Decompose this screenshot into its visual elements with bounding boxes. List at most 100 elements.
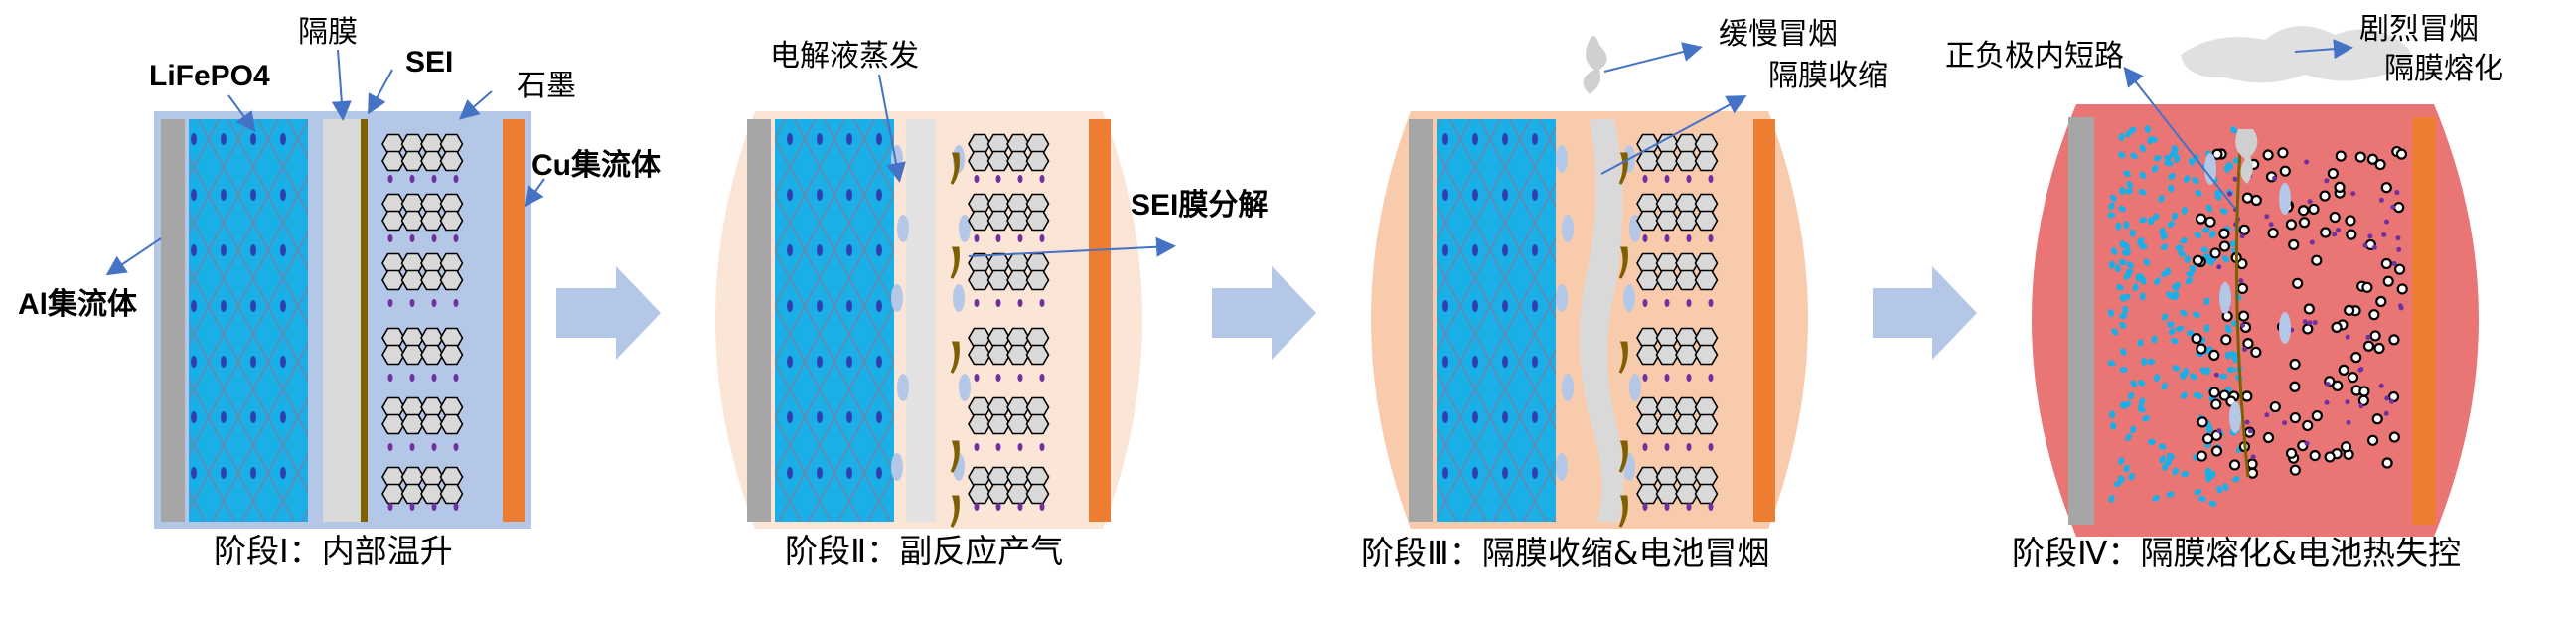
lithium-ion-dot xyxy=(1708,443,1714,451)
gas-bubble xyxy=(1629,374,1641,401)
cathode-particle xyxy=(2154,277,2161,286)
cathode-particle xyxy=(2205,204,2213,213)
decomposed-sei-fragments xyxy=(950,152,960,528)
graphite-hex xyxy=(968,413,991,435)
cathode-particle xyxy=(2172,467,2180,476)
graphite-hex xyxy=(1694,133,1719,155)
lithium-ion-dot xyxy=(431,299,437,307)
graphite-hex xyxy=(1694,252,1719,274)
graphite-hex xyxy=(420,344,444,366)
lithium-ion-dot xyxy=(1642,443,1648,451)
gas-bubble xyxy=(2279,312,2291,344)
cathode-particle xyxy=(2167,221,2176,228)
graphite-hex xyxy=(439,327,464,349)
gas-bubble xyxy=(2279,183,2291,215)
gas-void xyxy=(2303,303,2315,315)
gas-void xyxy=(2298,217,2311,229)
gas-void xyxy=(2237,310,2250,322)
lithium-ion-dot xyxy=(2391,260,2397,266)
graphite-anode xyxy=(381,133,464,511)
cathode-particle xyxy=(2109,410,2116,419)
lithium-ion-dot xyxy=(1708,503,1714,511)
sei-fragment xyxy=(950,495,960,528)
cathode-particle xyxy=(2170,337,2179,345)
lithium-ion-dot xyxy=(387,299,393,307)
sei-fragment xyxy=(950,246,960,279)
cathode-particle xyxy=(2222,483,2229,492)
label-separator: 隔膜 xyxy=(298,15,358,50)
cathode-particle xyxy=(2147,358,2156,365)
gas-void xyxy=(2262,149,2274,161)
graphite-hex xyxy=(1655,344,1680,366)
lithium-ion-dot xyxy=(2378,197,2384,203)
lithium-ion-dot xyxy=(1017,374,1023,382)
graphite-hex xyxy=(1694,466,1719,488)
lithium-ion-dot xyxy=(2358,403,2364,409)
leader-slow-smoke xyxy=(1603,42,1703,73)
label-slow-smoke: 缓慢冒烟 xyxy=(1719,17,1838,52)
cathode-particle xyxy=(2161,313,2169,321)
lithium-ion-dot xyxy=(2367,233,2373,239)
cathode-particle xyxy=(2181,206,2189,215)
cathode-particle xyxy=(2126,261,2134,269)
label-graphite: 石墨 xyxy=(517,69,576,103)
gas-bubble xyxy=(891,284,903,312)
lithium-ion-dot xyxy=(1708,234,1714,242)
gas-void xyxy=(2277,147,2289,159)
lithium-ion-dot xyxy=(2307,199,2313,205)
gas-void xyxy=(2298,205,2310,217)
graphite-hex xyxy=(1025,483,1050,505)
lithium-ion-dot xyxy=(2242,346,2248,352)
gas-void xyxy=(2324,451,2336,463)
cathode-particle xyxy=(2192,177,2199,185)
lithium-ion-dot xyxy=(1017,443,1023,451)
cathode-particle xyxy=(2173,281,2182,289)
graphite-hex xyxy=(400,150,425,172)
lithium-ion-dot xyxy=(387,234,393,242)
lithium-ion-dot xyxy=(387,443,393,451)
cathode-particle xyxy=(2108,494,2115,503)
gas-void xyxy=(2238,224,2250,235)
gas-bubble xyxy=(1623,284,1635,312)
sei-fragment xyxy=(1618,495,1628,528)
lithium-ion-dot xyxy=(2381,232,2387,237)
graphite-hex xyxy=(1006,344,1030,366)
lithium-ion-dot xyxy=(453,299,459,307)
cathode-particle xyxy=(2107,309,2114,318)
lithium-ion-dot xyxy=(2226,191,2232,197)
graphite-hex xyxy=(381,483,405,505)
lithium-ion-dot xyxy=(2396,246,2402,252)
cathode-particle xyxy=(2153,155,2162,162)
graphite-hex xyxy=(1025,466,1050,488)
gas-void xyxy=(2289,464,2301,476)
cathode-particle xyxy=(2203,324,2210,333)
graphite-hex xyxy=(420,210,444,232)
sei-layer xyxy=(361,119,368,522)
lithium-ion-dot xyxy=(387,175,393,183)
gas-void xyxy=(2218,240,2231,252)
cathode-particle xyxy=(2214,193,2222,201)
graphite-hex xyxy=(1006,413,1030,435)
lithium-ion-dot xyxy=(2232,176,2238,182)
graphite-hex xyxy=(1025,133,1050,155)
cathode-particle xyxy=(2128,472,2135,481)
cathode-particle xyxy=(2151,335,2158,344)
lithium-ion-dot xyxy=(431,175,437,183)
graphite-hex xyxy=(968,210,991,232)
graphite-hex xyxy=(968,483,991,505)
gas-void xyxy=(2279,165,2291,177)
label-sei-decomposition: SEI膜分解 xyxy=(1131,189,1269,222)
gas-void xyxy=(2262,431,2275,444)
cu-current-collector xyxy=(1089,119,1111,522)
label-separator-melt: 隔膜熔化 xyxy=(2384,52,2503,86)
lithium-ion-dot xyxy=(2394,190,2400,196)
graphite-hex xyxy=(986,210,1011,232)
graphite-hex xyxy=(1694,344,1719,366)
graphite-hex xyxy=(381,150,405,172)
cathode-particle xyxy=(2171,212,2179,221)
lithium-ion-dot xyxy=(1664,503,1670,511)
lithium-ion-dot xyxy=(2324,399,2330,405)
stage-2-cell xyxy=(715,111,1142,529)
graphite-hex xyxy=(420,413,444,435)
graphite-hex xyxy=(1006,210,1030,232)
